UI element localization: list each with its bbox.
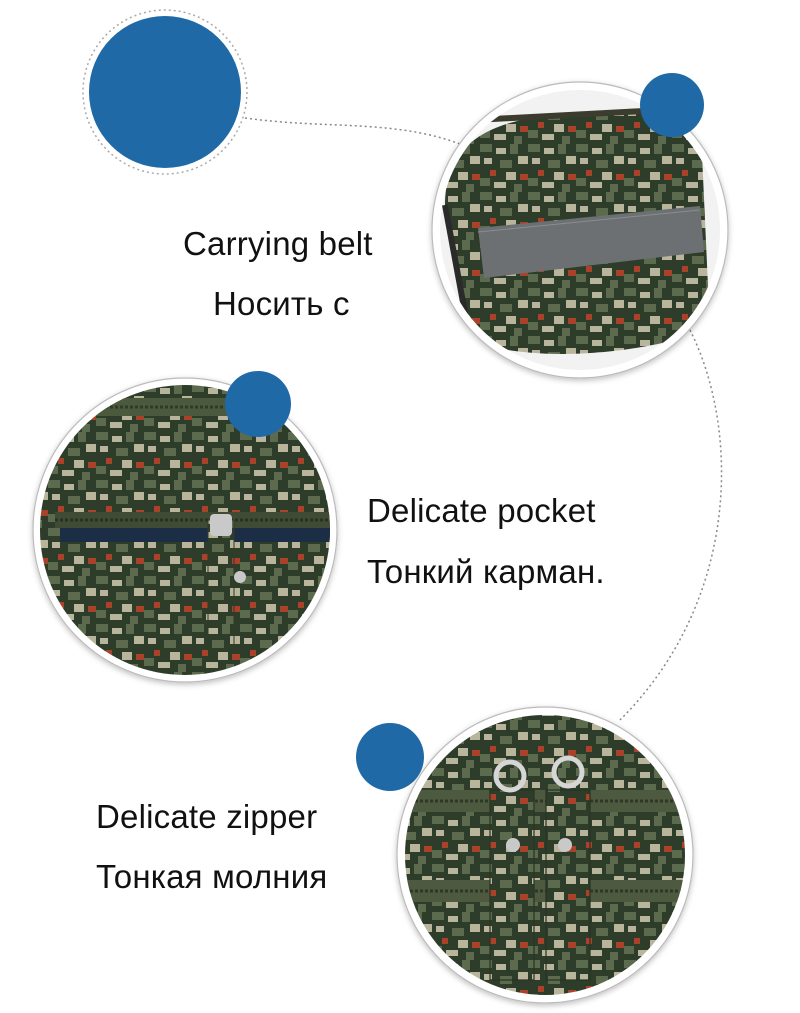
pocket-caption-en: Delicate pocket <box>367 492 596 529</box>
zipper-closeup-photo <box>396 706 694 1004</box>
pocket-closeup-photo <box>32 377 338 683</box>
blue-dot-icon <box>89 16 241 168</box>
connector-line-right <box>619 329 723 721</box>
pocket-caption-ru: Тонкий карман. <box>367 553 605 590</box>
zipper-ring-icon <box>493 759 527 793</box>
blue-dot-icon <box>640 73 704 137</box>
zipper-caption-en: Delicate zipper <box>96 798 318 835</box>
carrying-strap <box>478 206 704 278</box>
blue-dot-icon <box>225 371 291 437</box>
belt-caption-ru: Носить с <box>213 285 350 322</box>
connector-line-top <box>244 117 471 149</box>
zipper-pull-icon <box>210 514 232 536</box>
zipper-caption-ru: Тонкая молния <box>96 858 328 895</box>
belt-caption-en: Carrying belt <box>183 225 373 262</box>
blue-dot-icon <box>356 723 424 791</box>
decorative-blue-circle <box>82 9 248 175</box>
